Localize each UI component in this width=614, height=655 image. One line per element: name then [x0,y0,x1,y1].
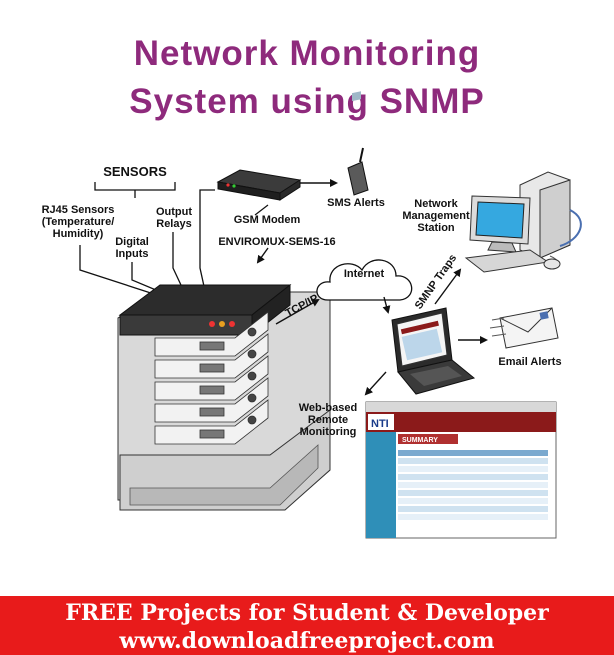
email-alerts-label: Email Alerts [498,356,562,368]
nms-line-3: Station [417,222,455,234]
laptop [391,307,476,395]
output-relays-label: Output Relays [146,206,202,230]
promo-banner: FREE Projects for Student & Developer ww… [0,596,614,655]
output-line-1: Output [155,206,193,218]
title-line-2: System using SNMP [129,82,485,121]
rj45-line-3: Humidity) [52,228,104,240]
banner-line-1: FREE Projects for Student & Developer [65,600,549,626]
web-line-1: Web-based [298,402,358,414]
cell-phone-icon [347,91,369,196]
web-summary-heading: SUMMARY [402,437,438,444]
rack-units [154,311,269,445]
web-line-2: Remote [307,414,349,426]
network-management-station [464,171,582,273]
diagram-drawing: NTI SUMMARY [79,91,582,539]
email-icon [489,307,559,349]
gsm-modem-lead [254,204,269,216]
web-line-3: Monitoring [299,426,357,438]
title-line-1: Network Monitoring [133,34,481,73]
gsm-modem-label: GSM Modem [233,214,301,226]
arrows [256,179,488,396]
rj45-sensors-label: RJ45 Sensors (Temperature/ Humidity) [30,204,126,240]
web-based-monitoring-label: Web-based Remote Monitoring [294,402,362,438]
sms-alerts-label: SMS Alerts [327,197,385,209]
rj45-line-1: RJ45 Sensors [41,204,115,216]
web-logo: NTI [371,418,389,430]
sensors-label: SENSORS [103,164,167,179]
internet-label: Internet [343,268,385,280]
internet-cloud [316,259,413,301]
web-monitoring-page: NTI SUMMARY [365,401,557,539]
network-management-station-label: Network Management Station [398,198,474,234]
banner-url[interactable]: www.downloadfreeproject.com [119,628,495,654]
gsm-modem [216,169,302,201]
digital-line-2: Inputs [115,248,149,260]
enviromux-label: ENVIROMUX-SEMS-16 [218,236,336,248]
nms-line-2: Management [402,210,470,222]
digital-inputs-label: Digital Inputs [104,236,160,260]
rj45-line-2: (Temperature/ [41,216,115,228]
nms-line-1: Network [414,198,458,210]
digital-line-1: Digital [115,236,149,248]
output-line-2: Relays [156,218,192,230]
